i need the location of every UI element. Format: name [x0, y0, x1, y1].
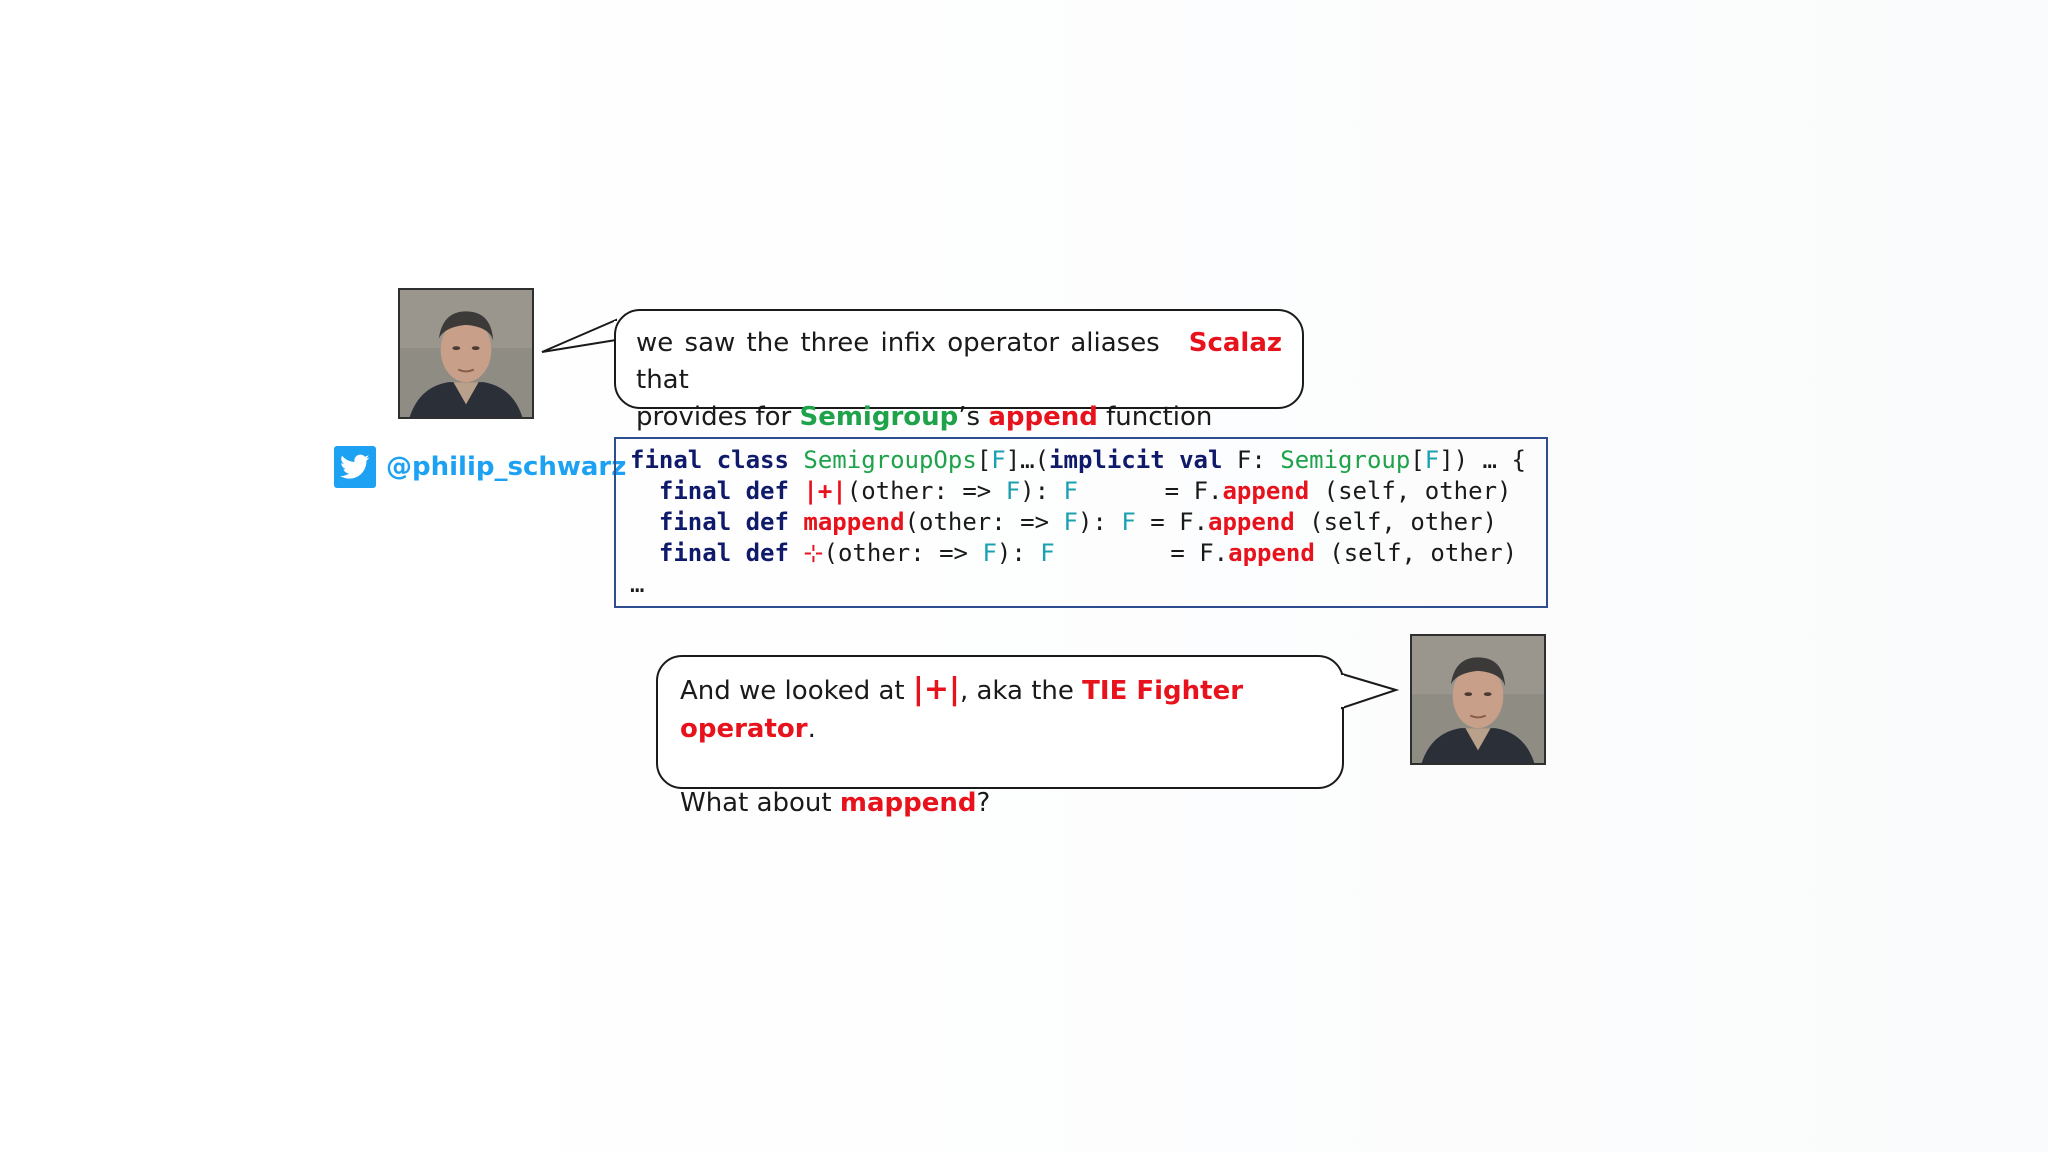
- code-punct: ]) … {: [1439, 446, 1526, 474]
- tie-fighter-operator: |+|: [912, 672, 960, 707]
- code-type: F: [1121, 508, 1136, 536]
- code-text: (other: =>: [846, 477, 1006, 505]
- code-punct: [: [1410, 446, 1425, 474]
- speech-text: What about: [680, 788, 832, 818]
- speech-line-1: we saw the three infix operator aliases …: [636, 325, 1282, 399]
- code-text: (other: =>: [904, 508, 1064, 536]
- speech-text: , aka the: [959, 676, 1074, 706]
- twitter-handle-badge: @philip_schwarz: [334, 446, 626, 488]
- code-type: F: [1063, 477, 1078, 505]
- slide-background: [400, 0, 2048, 1152]
- code-function: append: [1228, 539, 1315, 567]
- code-type: F: [1424, 446, 1440, 474]
- twitter-bird-icon: [334, 446, 376, 488]
- code-block: final class SemigroupOps[F]…(implicit va…: [614, 437, 1548, 608]
- code-line: final def ⊹(other: => F): F = F.append (…: [630, 538, 1532, 569]
- tie-fighter-highlight: TIE Fighter operator: [680, 676, 1244, 744]
- speech-text: provides for: [636, 402, 792, 432]
- code-text: (other: =>: [823, 539, 983, 567]
- code-type: F: [1063, 508, 1078, 536]
- append-highlight: append: [988, 402, 1098, 432]
- code-text: F:: [1236, 446, 1281, 474]
- code-operator: mappend: [803, 508, 905, 536]
- speech-bubble-tail: [1340, 672, 1400, 710]
- code-punct: ]…(: [1005, 446, 1050, 474]
- code-type: F: [1040, 539, 1055, 567]
- code-text: (self, other): [1314, 539, 1518, 567]
- code-line: …: [630, 570, 645, 598]
- speech-text: we saw the three infix operator aliases …: [636, 328, 1160, 395]
- speech-bubble-bottom: And we looked at |+|, aka the TIE Fighte…: [656, 655, 1344, 818]
- speech-text: ?: [976, 788, 991, 818]
- code-keyword: implicit val: [1049, 446, 1237, 474]
- code-type: F: [991, 446, 1006, 474]
- code-text: = F.: [1135, 508, 1209, 536]
- speech-text: And we looked at: [680, 676, 905, 706]
- code-text: (self, other): [1294, 508, 1498, 536]
- code-keyword: final def: [658, 539, 804, 567]
- semigroup-highlight: Semigroup: [799, 402, 959, 432]
- code-keyword: final def: [658, 508, 804, 536]
- speech-text: .: [807, 714, 816, 744]
- code-class-name: Semigroup: [1280, 446, 1411, 474]
- code-text: ):: [1020, 477, 1064, 505]
- code-line: final class SemigroupOps[F]…(implicit va…: [630, 445, 1532, 476]
- code-punct: [: [976, 446, 992, 474]
- code-operator: ⊹: [803, 539, 824, 567]
- code-type: F: [1005, 477, 1021, 505]
- speech-line-1: And we looked at |+|, aka the TIE Fighte…: [680, 671, 1320, 748]
- code-function: append: [1208, 508, 1295, 536]
- scalaz-highlight: Scalaz: [1188, 328, 1282, 358]
- code-keyword: final def: [658, 477, 804, 505]
- code-line: final def |+|(other: => F): F = F.append…: [630, 476, 1532, 507]
- author-photo-top: [398, 288, 534, 419]
- code-text: ):: [1077, 508, 1122, 536]
- code-text: = F.: [1054, 539, 1229, 567]
- spacer: [680, 748, 1320, 784]
- twitter-handle: @philip_schwarz: [386, 452, 627, 482]
- code-line: final def mappend(other: => F): F = F.ap…: [630, 507, 1532, 538]
- code-text: = F.: [1077, 477, 1223, 505]
- code-text: ):: [996, 539, 1041, 567]
- author-photo-bottom: [1410, 634, 1546, 765]
- code-type: F: [982, 539, 997, 567]
- code-operator: |+|: [803, 477, 847, 505]
- speech-line-2: provides for Semigroup’s append function: [636, 399, 1282, 436]
- code-text: (self, other): [1309, 477, 1512, 505]
- speech-bubble-tail: [541, 318, 618, 353]
- speech-bubble-top: we saw the three infix operator aliases …: [614, 309, 1304, 432]
- speech-text: ’s: [958, 402, 981, 432]
- code-class-name: SemigroupOps: [803, 446, 977, 474]
- mappend-highlight: mappend: [839, 788, 977, 818]
- code-function: append: [1222, 477, 1310, 505]
- speech-text: function: [1106, 402, 1213, 432]
- code-keyword: final class: [630, 446, 804, 474]
- speech-line-2: What about mappend?: [680, 784, 1320, 822]
